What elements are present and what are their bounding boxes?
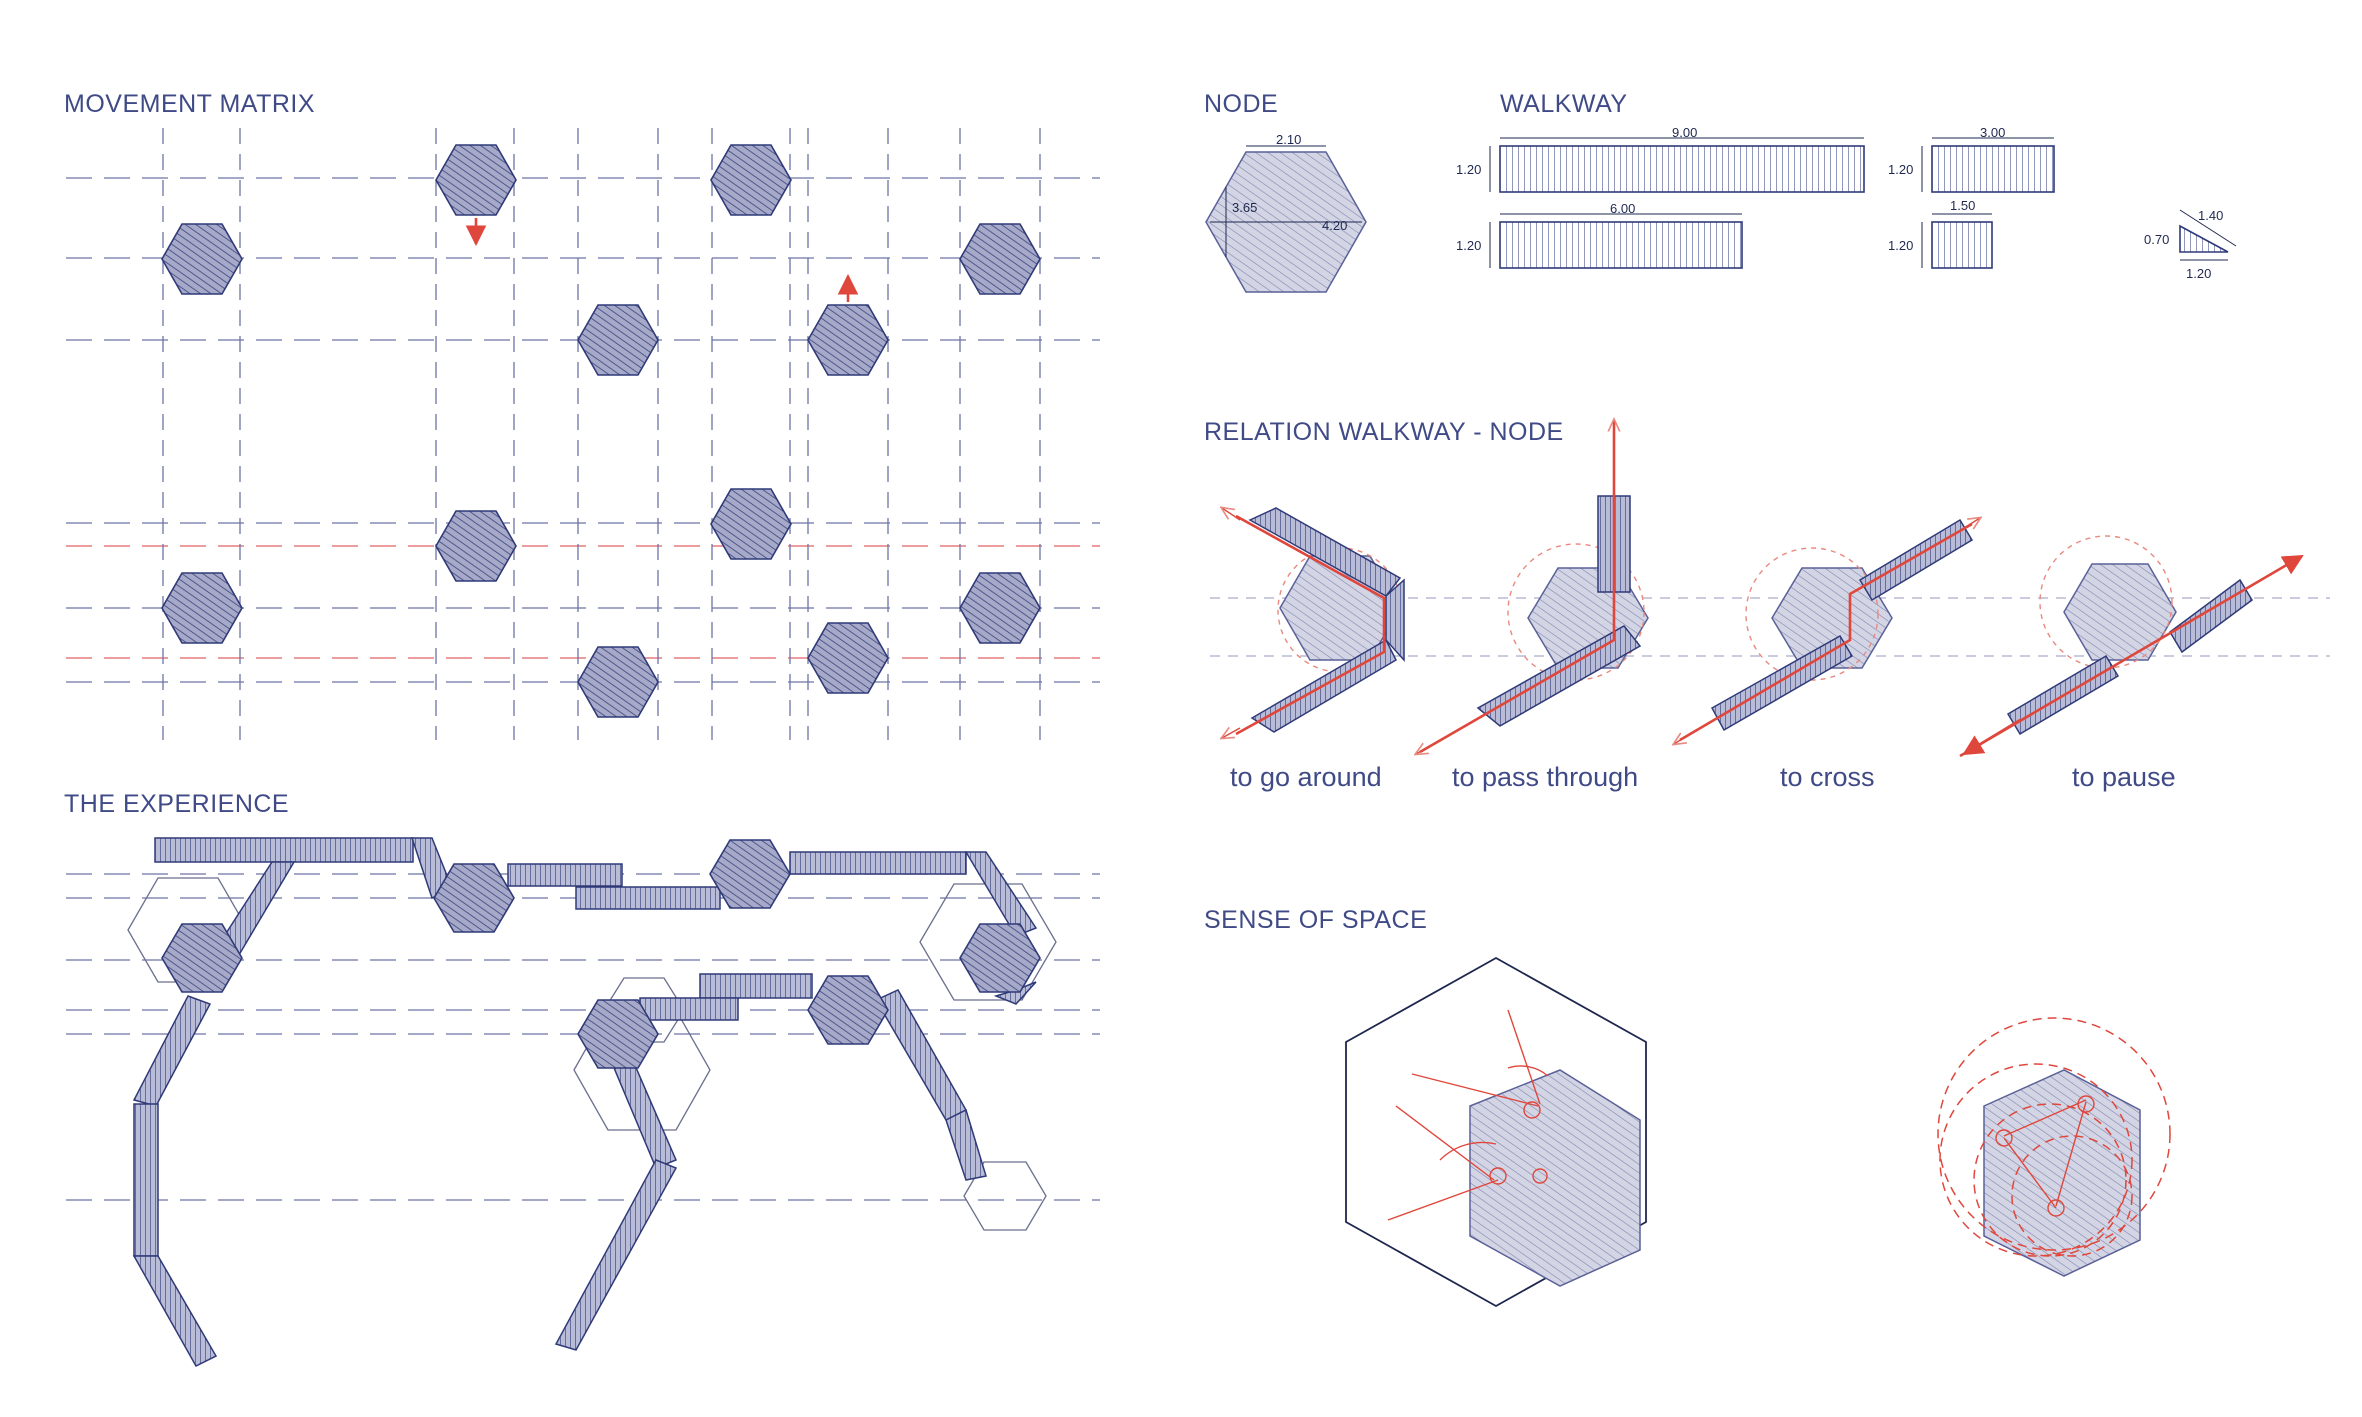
the-experience: THE EXPERIENCE <box>64 790 1100 1367</box>
relation-caption: to pause <box>2072 762 2176 792</box>
experience-node <box>807 975 889 1045</box>
relation-walkway <box>1248 507 1402 597</box>
inner-node <box>1983 1069 2141 1277</box>
walkway-segment <box>993 981 1037 1005</box>
walkway-segment <box>132 1255 218 1367</box>
experience-node <box>577 999 659 1069</box>
sense-of-space-title: SENSE OF SPACE <box>1204 906 1427 934</box>
outer-hexagon <box>1345 956 1647 1308</box>
node-dim-width: 4.20 <box>1322 218 1347 233</box>
relation-walkway <box>2169 578 2253 654</box>
experience-node <box>161 923 243 993</box>
the-experience-title: THE EXPERIENCE <box>64 790 289 818</box>
walkway-ramp <box>2179 224 2229 253</box>
matrix-node <box>435 510 517 582</box>
matrix-node <box>807 622 889 694</box>
matrix-node <box>959 223 1041 295</box>
matrix-node <box>710 144 792 216</box>
matrix-node <box>577 304 659 376</box>
walkway-segment <box>554 1159 678 1351</box>
walkway-mid <box>1499 221 1743 269</box>
walkway-short-width: 1.20 <box>1888 162 1913 177</box>
matrix-grid <box>66 128 1100 740</box>
outline-hexagon <box>963 1161 1047 1231</box>
relation-caption: to pass through <box>1452 762 1638 792</box>
walkway-mid-width: 1.20 <box>1456 238 1481 253</box>
walkway-segment <box>507 863 623 887</box>
ramp-length: 1.20 <box>2186 266 2211 281</box>
walkway-tiny-length: 1.50 <box>1950 198 1975 213</box>
relation-walkway <box>1385 578 1405 662</box>
person-icon <box>1995 1129 2013 1147</box>
walkway-segment <box>154 837 414 863</box>
movement-matrix-title: MOVEMENT MATRIX <box>64 90 315 118</box>
matrix-node <box>161 223 243 295</box>
experience-node <box>959 923 1041 993</box>
matrix-node <box>959 572 1041 644</box>
walkway-long-length: 9.00 <box>1672 125 1697 140</box>
experience-walkways <box>132 837 1038 1367</box>
relation-pause: to pause <box>1959 535 2304 792</box>
walkway-short-length: 3.00 <box>1980 125 2005 140</box>
relation-go-around: to go around <box>1222 507 1405 792</box>
sense-of-space-right <box>1937 1017 2171 1277</box>
matrix-node <box>807 304 889 376</box>
walkway-short <box>1931 145 2055 193</box>
person-icon <box>1532 1168 1548 1184</box>
matrix-nodes <box>161 144 1041 718</box>
node-dim-height: 3.65 <box>1232 200 1257 215</box>
walkway-long <box>1499 145 1865 193</box>
walkway-spec: WALKWAY 9.00 1.20 6.00 1.20 3.00 1.20 1.… <box>1456 90 2237 281</box>
movement-matrix: MOVEMENT MATRIX <box>64 90 1100 740</box>
walkway-segment <box>133 1103 159 1257</box>
node-dim-top: 2.10 <box>1276 132 1301 147</box>
matrix-direction-arrows <box>465 218 859 302</box>
relation-cross: to cross <box>1674 518 1980 792</box>
walkway-segment <box>699 973 813 999</box>
relation-title: RELATION WALKWAY - NODE <box>1204 418 1564 446</box>
walkway-segment <box>789 851 967 875</box>
relation-walkway-node: RELATION WALKWAY - NODE to go around to … <box>1204 418 2330 792</box>
person-icon <box>1489 1167 1507 1185</box>
experience-node <box>433 863 515 933</box>
walkway-segment <box>132 995 212 1107</box>
ramp-height: 0.70 <box>2144 232 2169 247</box>
outline-hexagon <box>919 883 1057 1001</box>
person-icon <box>2047 1199 2065 1217</box>
relation-walkway <box>1858 518 1974 602</box>
walkway-segment <box>964 851 1038 937</box>
walkway-tiny <box>1931 221 1993 269</box>
walkway-tiny-width: 1.20 <box>1888 238 1913 253</box>
walkway-long-width: 1.20 <box>1456 162 1481 177</box>
matrix-node <box>161 572 243 644</box>
matrix-node <box>577 646 659 718</box>
walkway-mid-length: 6.00 <box>1610 201 1635 216</box>
relation-node <box>2063 563 2177 661</box>
walkway-title: WALKWAY <box>1500 90 1628 118</box>
matrix-node <box>710 488 792 560</box>
inner-node <box>1469 1069 1641 1287</box>
matrix-node <box>435 144 517 216</box>
sense-of-space-left <box>1345 956 1647 1308</box>
person-icon <box>2077 1095 2095 1113</box>
relation-caption: to cross <box>1780 762 1875 792</box>
relation-walkway <box>1476 625 1642 727</box>
walkway-segment <box>945 1108 987 1181</box>
experience-node <box>709 839 791 909</box>
walkway-segment <box>639 997 739 1021</box>
node-spec: NODE 2.10 3.65 4.20 <box>1204 90 1367 293</box>
person-icon <box>1523 1101 1541 1119</box>
ramp-slope: 1.40 <box>2198 208 2223 223</box>
relation-caption: to go around <box>1230 762 1382 792</box>
walkway-segment <box>575 886 721 910</box>
relation-pass-through: to pass through <box>1416 420 1649 792</box>
experience-nodes <box>161 839 1041 1069</box>
node-title: NODE <box>1204 90 1278 118</box>
sense-of-space: SENSE OF SPACE <box>1204 906 2171 1308</box>
